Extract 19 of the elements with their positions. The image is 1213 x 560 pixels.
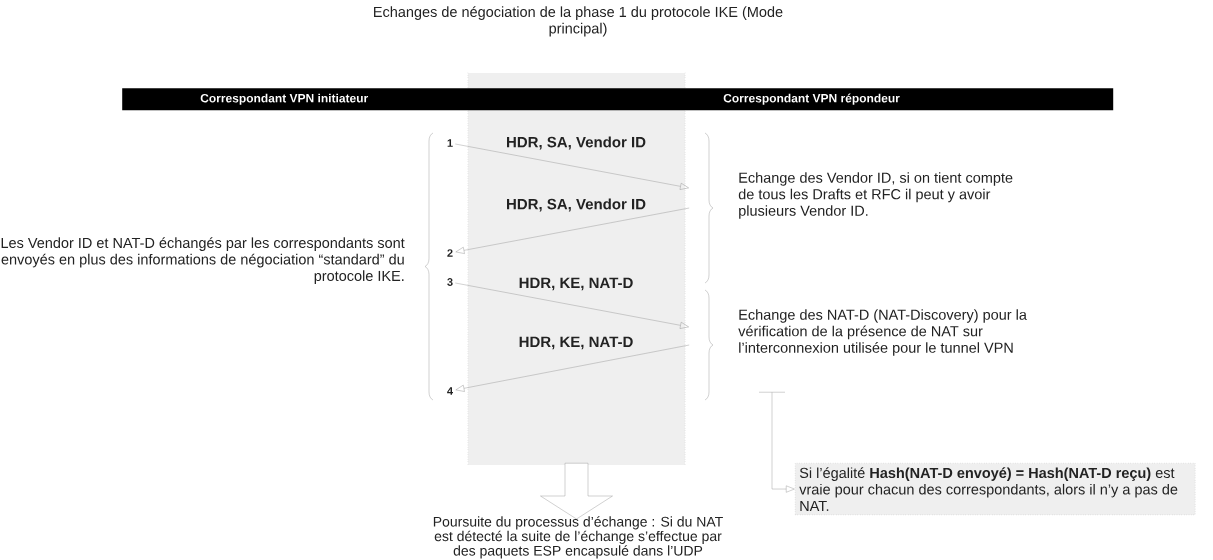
annotation-text: Les Vendor ID et NAT-D échangés par les correspondants sont envoyés en plus des informations de négociation “standard” du protocole IKE. (1, 237, 405, 284)
message-arrow (455, 143, 689, 190)
header-bar: Correspondant VPN initiateur Correspondant VPN répondeur (122, 88, 1114, 111)
block-arrow (540, 463, 613, 520)
result-text: Poursuite du processus d’échange : Si du NAT est détecté la suite de l’échange s’effectue par des paquets ESP encapsulé dans l’UDP (433, 516, 723, 559)
step-number: 2 (447, 249, 453, 257)
title: Echanges de négociation de la phase 1 du protocole IKE (Mode principal) (374, 6, 783, 37)
annotation-text: Echange des NAT-D (NAT-Discovery) pour la vérification de la présence de NAT sur l’interconnexion utilisée pour le tunnel VPN (738, 309, 1027, 356)
message-arrow (455, 207, 690, 254)
message-arrow (455, 344, 690, 392)
message-arrow (455, 282, 689, 329)
annotation-text: Echange des Vendor ID, si on tient compte de tous les Drafts et RFC il peut y avoir plusieurs Vendor ID. (738, 172, 1013, 219)
edge-label: HDR, SA, Vendor ID (505, 197, 647, 213)
leader-line (758, 392, 795, 493)
note-box: Si l’égalité Hash(NAT-D envoyé) = Hash(NAT-D reçu) est vraie pour chacun des correspondants, alors il n’y a pas de NAT. (795, 463, 1196, 516)
edge-label: HDR, SA, Vendor ID (505, 135, 647, 151)
step-number: 3 (447, 278, 453, 286)
step-number: 1 (447, 139, 453, 147)
step-number: 4 (447, 387, 453, 395)
